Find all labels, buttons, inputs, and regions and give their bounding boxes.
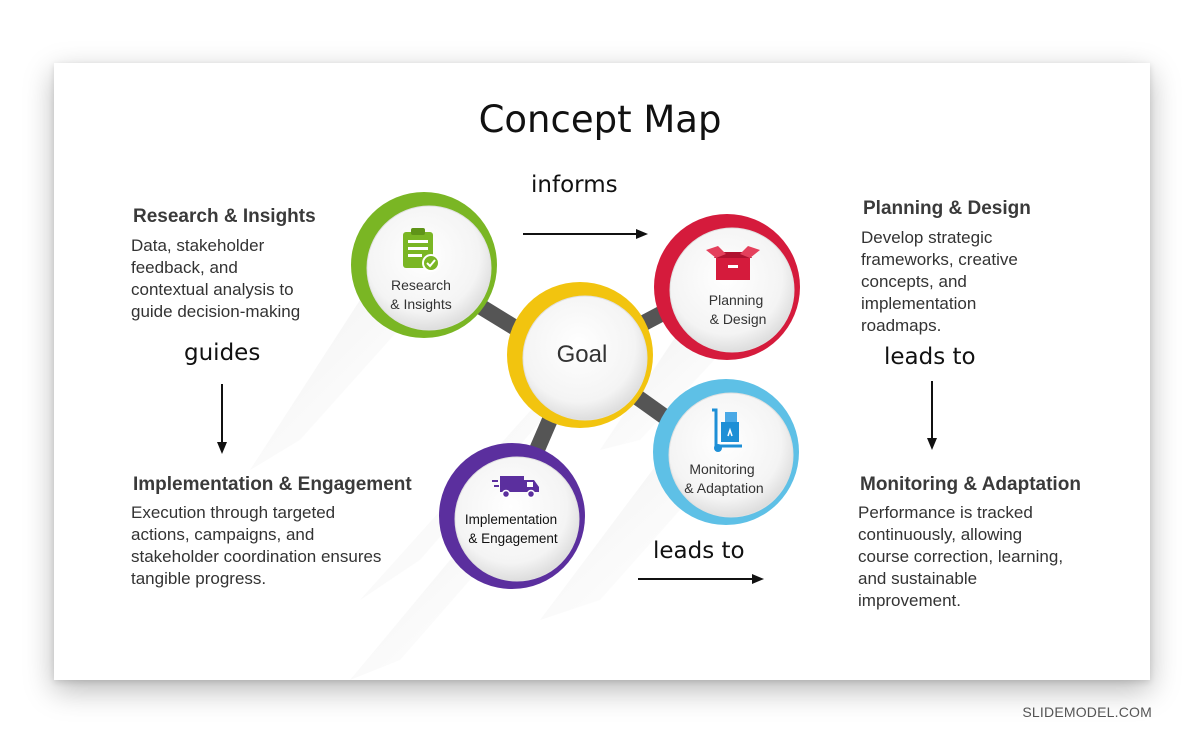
arrow-guides bbox=[217, 384, 227, 454]
clipboard-check-icon bbox=[403, 228, 440, 272]
planning-circle: Planning & Design bbox=[654, 214, 800, 360]
arrow-leads-to-bottom bbox=[638, 574, 764, 584]
monitoring-circle-label-2: & Adaptation bbox=[684, 480, 763, 496]
arrow-informs bbox=[523, 229, 648, 239]
planning-line: frameworks, creative bbox=[861, 250, 1018, 269]
implementation-line: stakeholder coordination ensures bbox=[131, 547, 382, 566]
connector-leads-to-right: leads to bbox=[884, 344, 976, 370]
implementation-circle-label-1: Implementation bbox=[465, 512, 557, 527]
monitoring-line: and sustainable bbox=[858, 569, 978, 588]
monitoring-line: course correction, learning, bbox=[858, 547, 1064, 566]
monitoring-body: Performance is tracked continuously, all… bbox=[858, 502, 1063, 612]
planning-line: implementation bbox=[861, 294, 977, 313]
planning-circle-label-1: Planning bbox=[709, 292, 764, 308]
monitoring-circle-label-1: Monitoring bbox=[689, 461, 754, 477]
research-heading: Research & Insights bbox=[133, 206, 316, 227]
arrow-leads-to-right bbox=[927, 381, 937, 450]
goal-circle: Goal bbox=[507, 282, 653, 428]
research-line: Data, stakeholder bbox=[131, 236, 265, 255]
research-circle-label-1: Research bbox=[391, 277, 451, 293]
connector-guides: guides bbox=[184, 340, 261, 366]
planning-line: roadmaps. bbox=[861, 316, 942, 335]
implementation-body: Execution through targeted actions, camp… bbox=[131, 502, 381, 590]
delivery-truck-icon bbox=[492, 476, 539, 499]
monitoring-line: Performance is tracked bbox=[858, 503, 1033, 522]
research-circle-label-2: & Insights bbox=[390, 296, 451, 312]
implementation-line: Execution through targeted bbox=[131, 503, 336, 522]
implementation-circle-label-2: & Engagement bbox=[468, 531, 558, 546]
research-circle: Research & Insights bbox=[351, 192, 497, 338]
planning-body: Develop strategic frameworks, creative c… bbox=[861, 227, 1018, 337]
watermark: SLIDEMODEL.COM bbox=[1022, 704, 1152, 720]
page-title: Concept Map bbox=[478, 98, 722, 141]
planning-heading: Planning & Design bbox=[863, 198, 1031, 219]
research-line: contextual analysis to bbox=[131, 280, 294, 299]
research-line: guide decision-making bbox=[131, 302, 301, 321]
implementation-circle: Implementation & Engagement bbox=[439, 443, 585, 589]
box-icon bbox=[706, 246, 760, 280]
implementation-line: tangible progress. bbox=[131, 569, 267, 588]
goal-label: Goal bbox=[557, 341, 608, 368]
research-body: Data, stakeholder feedback, and contextu… bbox=[131, 235, 300, 323]
hand-truck-icon bbox=[712, 408, 742, 452]
monitoring-line: improvement. bbox=[858, 591, 961, 610]
planning-line: Develop strategic bbox=[861, 228, 993, 247]
monitoring-line: continuously, allowing bbox=[858, 525, 1023, 544]
implementation-heading: Implementation & Engagement bbox=[133, 474, 412, 495]
monitoring-heading: Monitoring & Adaptation bbox=[860, 474, 1081, 495]
monitoring-circle: Monitoring & Adaptation bbox=[653, 379, 799, 525]
planning-line: concepts, and bbox=[861, 272, 967, 291]
connector-leads-to-bottom: leads to bbox=[653, 538, 745, 564]
research-line: feedback, and bbox=[131, 258, 238, 277]
implementation-line: actions, campaigns, and bbox=[131, 525, 315, 544]
planning-circle-label-2: & Design bbox=[710, 311, 767, 327]
connector-informs: informs bbox=[531, 172, 618, 198]
